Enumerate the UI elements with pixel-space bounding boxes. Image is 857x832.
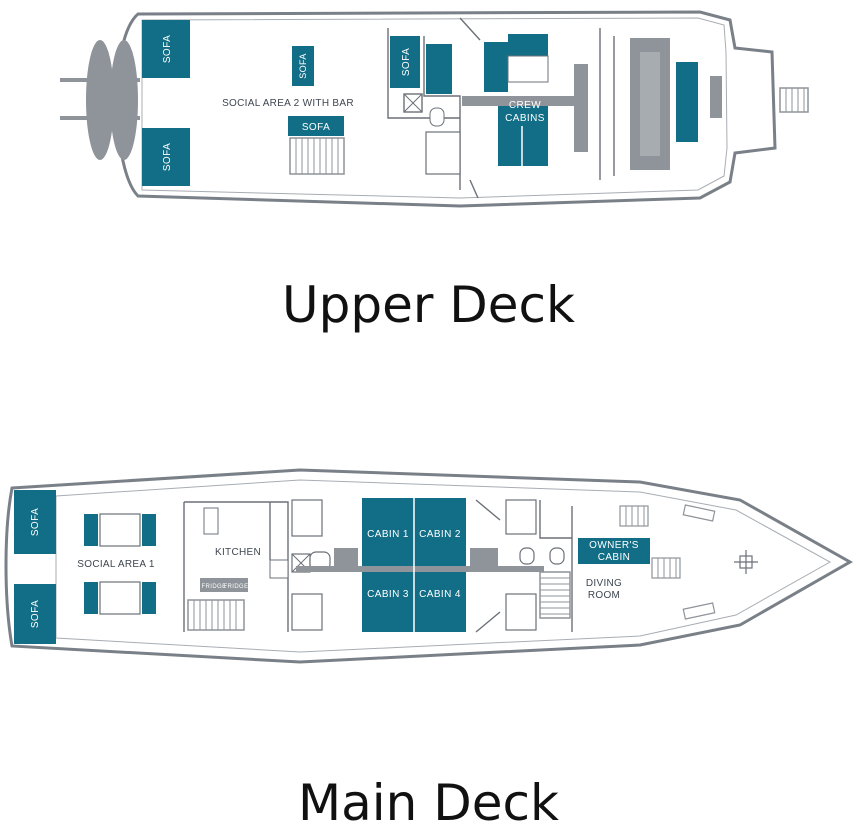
main-shower-left-bottom (291, 593, 323, 631)
main-hull-inner (55, 479, 832, 653)
main-kitchen-label: KITCHEN (215, 547, 261, 558)
main-kitchen-stove (269, 559, 289, 579)
upper-crew-bunk-3 (507, 55, 549, 83)
upper-stairs (289, 137, 345, 175)
upper-sofa-stern-top (142, 20, 190, 78)
upper-sofa-mid-label: SOFA (401, 48, 412, 76)
main-forward-stairs-bottom (651, 557, 681, 579)
upper-chart-table (710, 76, 722, 118)
upper-stern-disc-2 (110, 40, 138, 160)
main-deck-title: Main Deck (298, 774, 559, 832)
main-corridor (296, 566, 544, 572)
main-cabin-3 (362, 572, 414, 632)
upper-crew-label-2: CABINS (505, 113, 545, 124)
main-social-area-label: SOCIAL AREA 1 (77, 559, 155, 570)
main-cabin-3-label: CABIN 3 (367, 589, 409, 600)
upper-stern-disc-1 (86, 40, 114, 160)
main-locker-right (470, 548, 498, 568)
main-cabin-1-label: CABIN 1 (367, 529, 409, 540)
main-bow-hatch-top (682, 504, 716, 522)
upper-bar-counter (426, 44, 452, 94)
upper-sofa-bar (288, 116, 344, 136)
main-kitchen-counter-1 (203, 507, 219, 535)
upper-crew-label-1: CREW (509, 100, 541, 111)
main-sofa-top-label: SOFA (30, 508, 41, 536)
upper-sofa-stern-bottom-label: SOFA (162, 143, 173, 171)
upper-sofa-small-label: SOFA (298, 53, 308, 79)
upper-social-area-label: SOCIAL AREA 2 WITH BAR (222, 98, 354, 109)
main-fridge-label-1: FRIDGE (201, 584, 226, 590)
upper-helm-console (676, 62, 698, 142)
main-cabin-2 (414, 498, 466, 566)
main-wc-right-1 (519, 547, 535, 565)
main-dining-stairs (539, 571, 571, 619)
main-table-bottom (84, 581, 156, 615)
upper-corridor (462, 96, 574, 106)
upper-deck-plan: SOFA SOFA SOFA SOFA SOFA SOCIAL AREA 2 W… (60, 10, 809, 208)
upper-crew-locker (574, 64, 588, 152)
upper-shower (425, 131, 461, 175)
main-bow-hatch-bottom (682, 602, 716, 620)
main-dining-label-1: DIVING (586, 578, 622, 589)
main-fridge-label-2: FRIDGE (223, 584, 248, 590)
main-shower-right-bottom (505, 593, 537, 631)
main-cabin-2-label: CABIN 2 (419, 529, 461, 540)
upper-hull-inner (141, 17, 728, 199)
upper-deck-title: Upper Deck (282, 276, 575, 334)
upper-wheelhouse-inner (640, 52, 660, 156)
main-cabin-4-label: CABIN 4 (419, 589, 461, 600)
main-cabin-1 (362, 498, 414, 566)
main-fridges: FRIDGE FRIDGE (200, 578, 248, 592)
upper-sofa-mid (390, 36, 420, 88)
main-sofa-bottom-label: SOFA (30, 600, 41, 628)
upper-crew-bunk-1 (484, 42, 508, 92)
upper-sofa-small (292, 46, 314, 86)
upper-crew-bunk-2 (508, 34, 548, 56)
main-locker-left (334, 548, 358, 568)
upper-bow-ladder (779, 87, 809, 113)
main-kitchen-stairs (187, 599, 245, 631)
main-sofa-top (14, 490, 56, 554)
upper-sofa-stern-bottom (142, 128, 190, 186)
main-deck-plan: SOFA SOFA SOCIAL AREA 1 KITCHEN FRIDGE F… (4, 468, 854, 664)
main-owners-label-1: OWNER'S (589, 540, 639, 551)
main-sofa-bottom (14, 584, 56, 644)
main-owners-cabin (578, 538, 650, 564)
main-dining-label-2: ROOM (588, 590, 620, 601)
main-forward-stairs-top (619, 505, 649, 527)
upper-sofa-bar-label: SOFA (302, 122, 330, 133)
main-shower-right-top (505, 499, 537, 535)
upper-sofa-stern-top-label: SOFA (162, 35, 173, 63)
main-shower-left-top (291, 499, 323, 537)
upper-toilet (429, 107, 445, 127)
upper-crew-bunk-4 (498, 106, 548, 166)
main-cabin-4 (414, 572, 466, 632)
main-bow-windlass (734, 550, 758, 574)
main-owners-label-2: CABIN (598, 552, 631, 563)
main-table-top (84, 513, 156, 547)
main-wc-right-2 (549, 547, 565, 565)
